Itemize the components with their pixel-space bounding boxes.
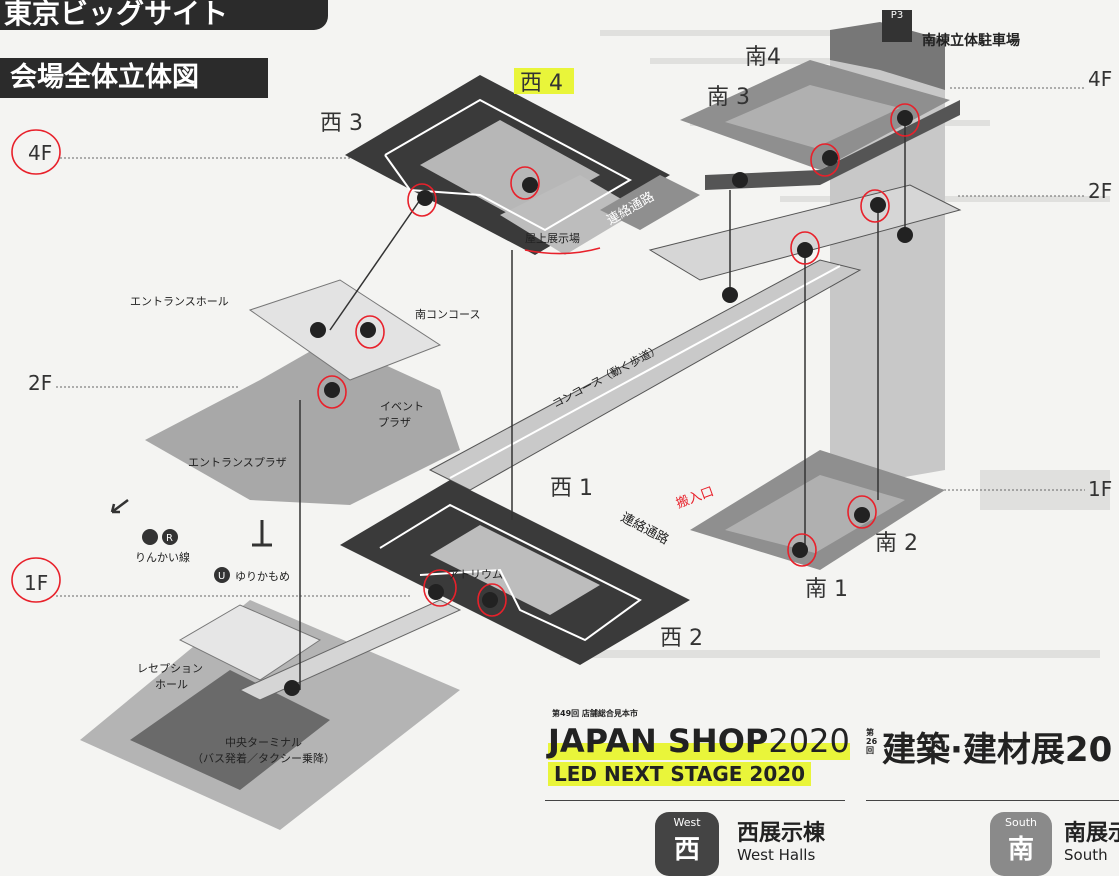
floor-left-4f: 4F [28,141,52,165]
label-south-2: 南 2 [875,531,918,556]
reception-block [178,604,322,681]
page-title: 東京ビッグサイト [0,0,328,30]
floor-guides [56,87,1085,597]
kenchiku-edition: 第26回 [866,728,878,755]
west-1-2-inner [430,525,600,615]
south-halls-en: South [1064,846,1108,864]
label-south-1: 南 1 [805,577,848,602]
label-rinkai: りんかい線 [135,550,190,564]
label-atrium: アトリウム [448,568,503,581]
japan-shop-year: 2020 [768,722,850,760]
label-reception-2: ホール [155,678,188,691]
floor-left-2f: 2F [28,371,52,395]
parking-label: 南棟立体駐車場 [922,33,1020,49]
led-next-stage: LED NEXT STAGE 2020 [548,762,812,786]
japan-shop-name: JAPAN SHOP [548,722,769,760]
south-tag: South [1005,816,1037,829]
west-halls-en: West Halls [737,846,816,864]
west-kanji: 西 [673,835,700,865]
west-1-route [379,503,642,642]
kenchiku-title: 建築·建材展20 [882,730,1113,770]
terminal-block [130,670,330,790]
label-west-4: 西 4 [520,71,563,96]
label-south-3: 南 3 [707,85,750,110]
exit-arrow-icon [110,499,129,514]
japan-shop-subtitle: 第49回 店舗総合見本市 [552,709,638,718]
west-4-highlight [514,68,574,94]
rinkai-r-icon [162,529,178,545]
label-event-plaza-2: プラザ [378,416,411,429]
legend-divider-south [866,800,1119,801]
label-event-plaza-1: イベント [380,400,424,413]
south-1-2-inner [725,475,905,553]
concourse [428,259,862,491]
connector-top [600,175,700,230]
west-halls-badge: West 西 [655,812,719,876]
entrance-hall [248,279,442,381]
floor-left-1f: 1F [24,571,48,595]
handwritten-note: 搬入口 [674,484,716,511]
label-south-concourse: 南コンコース [415,308,480,321]
label-connector-mid: 連絡通路 [618,509,671,548]
svg-text:U: U [218,571,225,582]
west-halls-label: 西展示棟 [737,821,826,846]
down-arrow-icon [252,520,272,547]
south-halls-legend: 南展示棟 South [1064,821,1119,865]
label-rooftop: 屋上展示場 [525,232,580,245]
label-entrance-hall: エントランスホール [130,295,229,308]
label-reception-1: レセプション [137,662,203,675]
handwritten-circles [11,103,920,617]
concourse-line [449,265,841,479]
label-yurikamome: ゆりかもめ [235,570,290,583]
escalator-markers [284,110,913,696]
parking-badge: P3 [890,10,904,21]
label-west-3: 西 3 [320,111,363,136]
label-west-2: 西 2 [660,626,703,651]
parking-icon: P3 [882,10,912,42]
parking-top [830,22,945,90]
floor-right-4f: 4F [1088,67,1112,91]
label-west-1: 西 1 [550,476,593,501]
entrance-plaza [145,340,460,505]
west-3-route [384,98,633,232]
label-terminal-2: （バス発着／タクシー乗降） [192,751,335,765]
west-halls-legend: 西展示棟 West Halls [737,821,826,865]
label-terminal-1: 中央ターミナル [225,736,302,749]
label-south-4: 南4 [745,45,781,70]
south-halls-badge: South 南 [990,812,1052,876]
svg-text:R: R [166,533,173,544]
label-entrance-plaza: エントランスプラザ [188,456,287,469]
section-title: 会場全体立体図 [0,58,268,98]
yurikamome-icon [214,567,230,583]
train-icon [142,529,158,545]
south-4f-edge [705,100,960,190]
floor-right-2f: 2F [1088,179,1112,203]
walkway-1f [238,599,462,701]
vertical-links [299,118,906,690]
japan-shop-title: JAPAN SHOP2020 [548,722,850,760]
south-3-4-inner [725,85,900,148]
legend-divider-west [545,800,845,801]
west-tag: West [673,816,701,829]
floor-right-1f: 1F [1088,477,1112,501]
south-kanji: 南 [1007,835,1034,865]
south-halls-label: 南展示棟 [1064,821,1119,846]
